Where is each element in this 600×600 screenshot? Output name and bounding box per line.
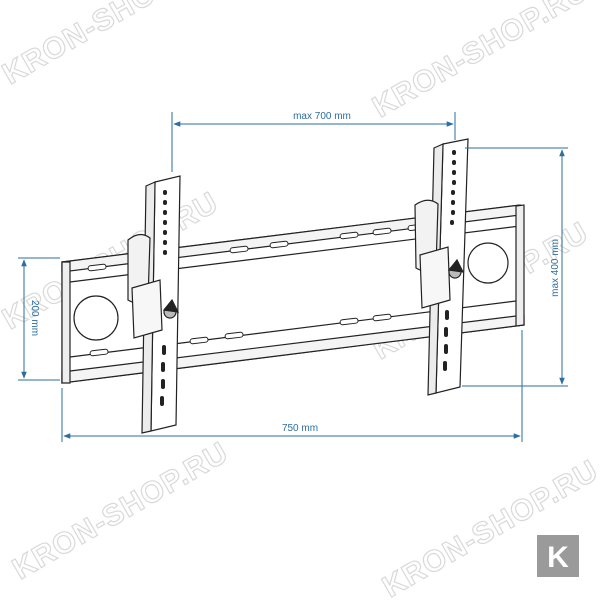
right-arm	[414, 138, 469, 396]
watermark-text: KRON-SHOP.RU	[7, 436, 234, 586]
left-arm	[127, 175, 181, 434]
plate-slots-top	[87, 223, 423, 272]
watermark-text: KRON-SHOP.RU	[0, 0, 224, 91]
dimension-right-height	[462, 147, 568, 387]
plate-holes	[73, 242, 509, 341]
plate-slots-bottom	[89, 313, 392, 357]
dimension-top-width	[171, 112, 456, 172]
brand-logo: K	[537, 535, 579, 577]
watermark-text: KRON-SHOP.RU	[377, 454, 600, 600]
logo-letter: K	[547, 541, 569, 574]
left-arm-holes	[160, 190, 167, 406]
dimension-top-width-label: max 700 mm	[293, 111, 351, 122]
dimension-left-height	[18, 257, 60, 381]
right-arm-holes	[443, 150, 456, 371]
dimension-left-height-label: 200 mm	[29, 300, 40, 336]
dimension-bottom-width-label: 750 mm	[282, 423, 318, 434]
watermark-text: KRON-SHOP.RU	[367, 0, 594, 124]
dimension-right-height-label: max 400 mm	[550, 239, 561, 297]
